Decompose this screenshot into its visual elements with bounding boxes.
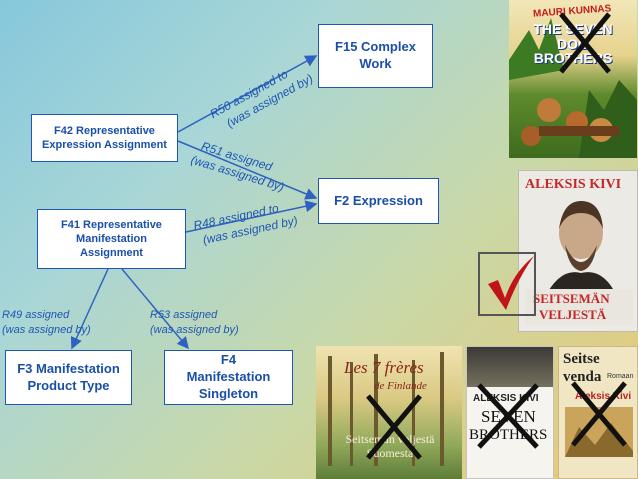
seitse-venda-author: Aleksis Kivi <box>575 391 632 402</box>
les-freres-title-line1: Les 7 frères <box>344 358 424 377</box>
kivi-english-top-band <box>467 347 553 387</box>
relation-label-r53: R53 assigned (was assigned by) <box>150 308 239 338</box>
arrow-r51 <box>177 140 318 200</box>
node-f2-expression: F2 Expression <box>318 178 439 224</box>
node-f4-manifestation-singleton: F4 Manifestation Singleton <box>164 350 293 405</box>
node-f42-label: F42 Representative Expression Assignment <box>42 124 167 151</box>
kivi-finnish-title-band <box>525 289 633 325</box>
seitse-venda-title-line2: venda <box>563 369 602 385</box>
node-f41-representative-manifestation-assignment: F41 Representative Manifestation Assignm… <box>37 209 186 269</box>
seitse-venda-cross-mark <box>571 381 627 447</box>
check-mark-box <box>478 252 536 316</box>
node-f2-label: F2 Expression <box>334 192 423 208</box>
kivi-finnish-title-line2: VELJESTÄ <box>539 307 607 322</box>
r53-line1: R53 assigned <box>150 309 218 321</box>
kivi-english-author: ALEKSIS KIVI <box>473 393 539 404</box>
seitse-venda-note: Romaan <box>607 373 634 380</box>
kivi-finnish-author: ALEKSIS KIVI <box>525 177 622 192</box>
node-f4-label: F4 Manifestation Singleton <box>186 352 271 401</box>
node-f15-complex-work: F15 Complex Work <box>318 24 433 88</box>
kivi-english-cross-mark <box>477 383 539 449</box>
r53-line2: (was assigned by) <box>150 323 239 336</box>
dog-brothers-illustration <box>509 18 637 158</box>
r49-line1: R49 assigned <box>2 309 70 321</box>
book-cover-kivi-finnish: ALEKSIS KIVI SEITSEMÄN VELJESTÄ <box>518 170 638 332</box>
book-cover-les-freres: Les 7 frères de Finlande Seitsemän velje… <box>316 346 462 479</box>
node-f42-representative-expression-assignment: F42 Representative Expression Assignment <box>31 114 178 162</box>
dog-brothers-cross-mark <box>559 12 611 74</box>
les-freres-cross-mark <box>366 394 422 460</box>
arrow-r50 <box>177 55 318 133</box>
les-freres-forest <box>328 352 444 466</box>
arrow-r49 <box>70 268 109 350</box>
book-cover-kivi-english: ALEKSIS KIVI SEVEN BROTHERS <box>466 346 554 479</box>
node-f15-label: F15 Complex Work <box>335 39 416 71</box>
node-f41-label: F41 Representative Manifestation Assignm… <box>61 218 162 260</box>
les-freres-title-line2: de Finlande <box>374 380 427 392</box>
book-cover-seitse-venda: Seitse venda Romaan Aleksis Kivi <box>558 346 638 479</box>
node-f3-label: F3 Manifestation Product Type <box>17 360 120 393</box>
r49-line2: (was assigned by) <box>2 323 91 336</box>
les-freres-subtitle: Seitsemän veljestä Suomesta <box>345 432 435 461</box>
relation-label-r49: R49 assigned (was assigned by) <box>2 308 91 338</box>
node-f3-manifestation-product-type: F3 Manifestation Product Type <box>5 350 132 405</box>
book-cover-seven-dog-brothers: MAURI KUNNAS THE SEVEN DOG BROTHERS <box>509 0 637 158</box>
arrow-r53 <box>121 268 189 350</box>
check-mark-icon <box>488 256 534 310</box>
arrow-r48 <box>185 200 318 233</box>
kivi-finnish-title-line1: SEITSEMÄN <box>533 291 610 306</box>
seitse-venda-title-line1: Seitse <box>563 351 600 367</box>
